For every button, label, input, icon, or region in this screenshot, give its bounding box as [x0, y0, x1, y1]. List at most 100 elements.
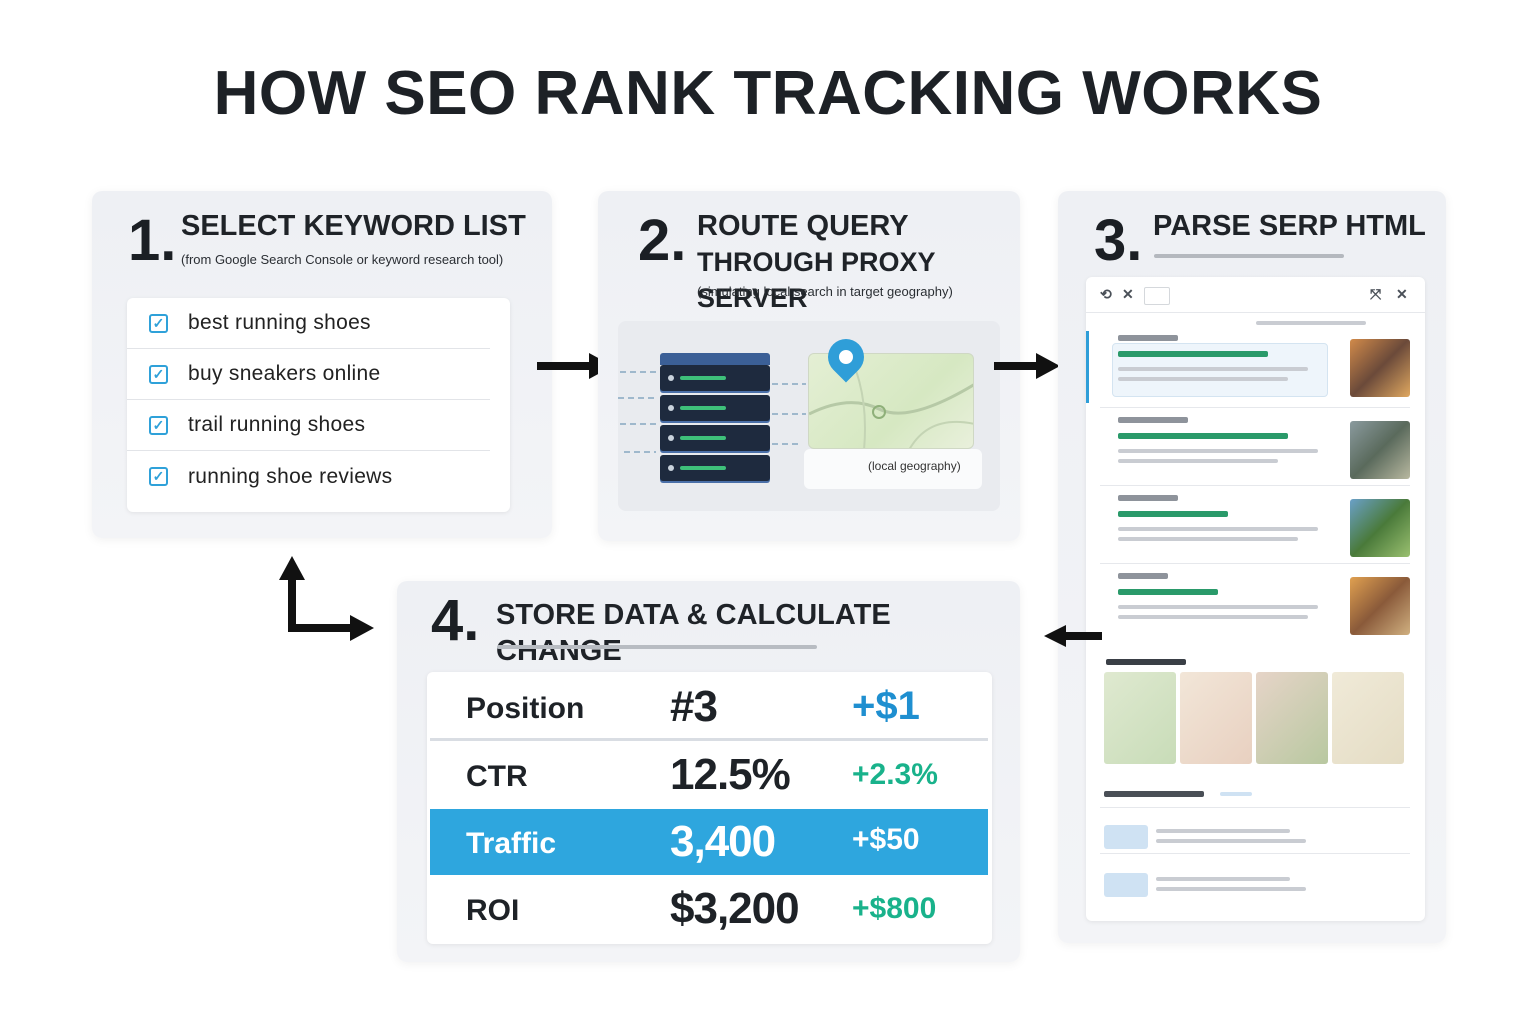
result-text-line	[1118, 615, 1308, 619]
connection-line	[620, 423, 656, 425]
step-3-card: 3. PARSE SERP HTML ⟲ ✕ ⤧ ✕	[1058, 191, 1446, 943]
result-link-line	[1118, 433, 1288, 439]
step-number: 2.	[638, 208, 687, 273]
result-text-line	[1118, 527, 1318, 531]
step-title: STORE DATA & CALCULATE CHANGE	[496, 599, 891, 667]
browser-toolbar: ⟲ ✕ ⤧ ✕	[1086, 277, 1425, 313]
divider	[1100, 485, 1410, 486]
result-text-line	[1118, 537, 1298, 541]
tab-icon[interactable]	[1144, 287, 1170, 305]
related-text-line	[1156, 887, 1306, 891]
serp-result[interactable]	[1100, 335, 1410, 401]
metric-change: +$1	[852, 684, 920, 728]
serp-url-line	[1256, 321, 1366, 325]
result-text-line	[1118, 449, 1318, 453]
loop-arrow-vertical	[288, 578, 296, 632]
related-text-line	[1156, 839, 1306, 843]
step-subtitle-placeholder	[1154, 254, 1344, 258]
server-icon	[660, 395, 770, 421]
server-rack-top	[660, 353, 770, 365]
result-thumbnail	[1350, 577, 1410, 635]
step-number: 3.	[1094, 208, 1143, 273]
result-link-line	[1118, 511, 1228, 517]
step-subtitle: (from Google Search Console or keyword r…	[181, 252, 504, 267]
result-title-line	[1118, 417, 1188, 423]
connection-line	[620, 371, 656, 373]
keyword-list: ✓ best running shoes ✓ buy sneakers onli…	[127, 298, 510, 512]
keyword-label: buy sneakers online	[188, 362, 381, 385]
keyword-label: best running shoes	[188, 311, 371, 334]
metric-value: 3,400	[670, 817, 776, 866]
step-4-card: 4. STORE DATA & CALCULATE CHANGE Positio…	[397, 581, 1020, 962]
checkbox-checked-icon[interactable]: ✓	[149, 415, 168, 435]
step-title-line-2: THROUGH PROXY SERVER	[697, 247, 936, 313]
step-title: SELECT KEYWORD LIST	[181, 210, 526, 242]
arrow-right-icon	[350, 615, 374, 641]
close-icon[interactable]: ✕	[1396, 286, 1408, 302]
serp-result[interactable]	[1100, 417, 1410, 483]
result-text-line	[1118, 459, 1278, 463]
metric-change: +$50	[852, 823, 920, 856]
metric-value: 12.5%	[670, 750, 791, 799]
related-tag[interactable]	[1104, 873, 1148, 897]
checkbox-checked-icon[interactable]: ✓	[149, 467, 168, 486]
divider	[1100, 407, 1410, 408]
expand-icon[interactable]: ⤧	[1370, 286, 1382, 302]
arrow-right-shaft	[994, 362, 1040, 370]
server-icon	[660, 425, 770, 451]
map-label: (local geography)	[868, 459, 961, 473]
connection-line	[772, 413, 806, 415]
reload-icon[interactable]: ⟲	[1100, 286, 1112, 302]
image-result[interactable]	[1104, 672, 1176, 764]
keyword-item[interactable]: ✓ best running shoes	[127, 298, 490, 349]
connection-line	[772, 383, 806, 385]
keyword-label: trail running shoes	[188, 413, 366, 436]
result-text-line	[1118, 377, 1288, 381]
metric-change: +2.3%	[852, 758, 938, 791]
serp-result[interactable]	[1100, 495, 1410, 561]
metric-value: $3,200	[670, 884, 800, 933]
related-tag[interactable]	[1104, 825, 1148, 849]
image-result[interactable]	[1180, 672, 1252, 764]
related-text-line	[1156, 829, 1290, 833]
metric-row-position: Position #3 +$1	[430, 674, 988, 740]
result-text-line	[1118, 367, 1308, 371]
step-1-card: 1. SELECT KEYWORD LIST (from Google Sear…	[92, 191, 552, 538]
metric-label: CTR	[466, 760, 528, 793]
metrics-table: Position #3 +$1 CTR 12.5% +2.3% Traffic …	[427, 672, 992, 944]
related-section-heading	[1104, 791, 1204, 797]
result-title-line	[1118, 573, 1168, 579]
step-subtitle: (simulating local search in target geogr…	[697, 284, 953, 299]
metric-row-ctr: CTR 12.5% +2.3%	[430, 742, 988, 808]
metric-change: +$800	[852, 892, 937, 925]
server-icon	[660, 365, 770, 391]
result-link-line	[1118, 351, 1268, 357]
connection-line	[618, 397, 656, 399]
arrow-left-icon	[1044, 625, 1066, 647]
divider	[1100, 807, 1410, 808]
arrow-left-shaft	[1062, 632, 1102, 640]
result-thumbnail	[1350, 339, 1410, 397]
image-result[interactable]	[1332, 672, 1404, 764]
connection-line	[772, 443, 802, 445]
result-title-line	[1118, 335, 1178, 341]
step-subtitle-placeholder	[497, 645, 817, 649]
arrow-up-icon	[279, 556, 305, 580]
checkbox-checked-icon[interactable]: ✓	[149, 364, 168, 384]
serp-browser-window: ⟲ ✕ ⤧ ✕	[1086, 277, 1425, 921]
step-2-card: 2. ROUTE QUERY THROUGH PROXY SERVER (sim…	[598, 191, 1020, 541]
checkbox-checked-icon[interactable]: ✓	[149, 313, 168, 333]
result-thumbnail	[1350, 421, 1410, 479]
serp-result[interactable]	[1100, 573, 1410, 639]
keyword-item[interactable]: ✓ buy sneakers online	[127, 349, 490, 400]
keyword-label: running shoe reviews	[188, 464, 393, 488]
divider	[1100, 563, 1410, 564]
image-result[interactable]	[1256, 672, 1328, 764]
metric-row-roi: ROI $3,200 +$800	[430, 876, 988, 942]
selected-result-indicator	[1086, 331, 1089, 403]
keyword-item[interactable]: ✓ trail running shoes	[127, 400, 490, 451]
keyword-item[interactable]: ✓ running shoe reviews	[127, 451, 490, 502]
step-title: PARSE SERP HTML	[1153, 210, 1426, 242]
close-icon[interactable]: ✕	[1122, 286, 1134, 302]
proxy-illustration: (local geography)	[618, 321, 1000, 511]
